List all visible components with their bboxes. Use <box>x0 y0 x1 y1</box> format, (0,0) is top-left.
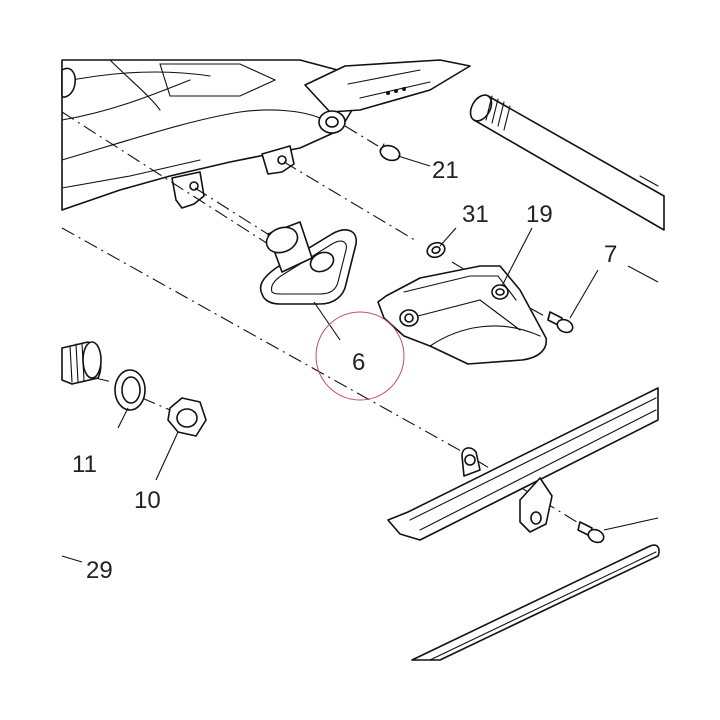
callout-31: 31 <box>462 201 489 228</box>
bracket-part-19 <box>377 265 547 365</box>
screw-part-7 <box>547 311 574 334</box>
upper-frame-assembly <box>61 59 471 211</box>
callout-10: 10 <box>134 487 161 514</box>
threaded-shaft <box>469 94 665 231</box>
retaining-ring-part-11 <box>114 369 146 411</box>
callout-19: 19 <box>526 201 553 228</box>
rail-assembly <box>387 387 660 661</box>
callout-21: 21 <box>432 157 459 184</box>
callout-6: 6 <box>352 349 365 376</box>
bushing-part-6 <box>259 221 357 305</box>
washer-part-31 <box>426 241 446 259</box>
callout-11: 11 <box>72 451 97 478</box>
nut-part-10 <box>167 397 207 437</box>
highlight-circle <box>315 311 405 401</box>
leader-lines <box>61 155 659 563</box>
callout-7: 7 <box>604 241 617 268</box>
spring-end <box>61 341 102 385</box>
clip-part-21 <box>379 143 401 162</box>
callout-29: 29 <box>86 557 113 584</box>
